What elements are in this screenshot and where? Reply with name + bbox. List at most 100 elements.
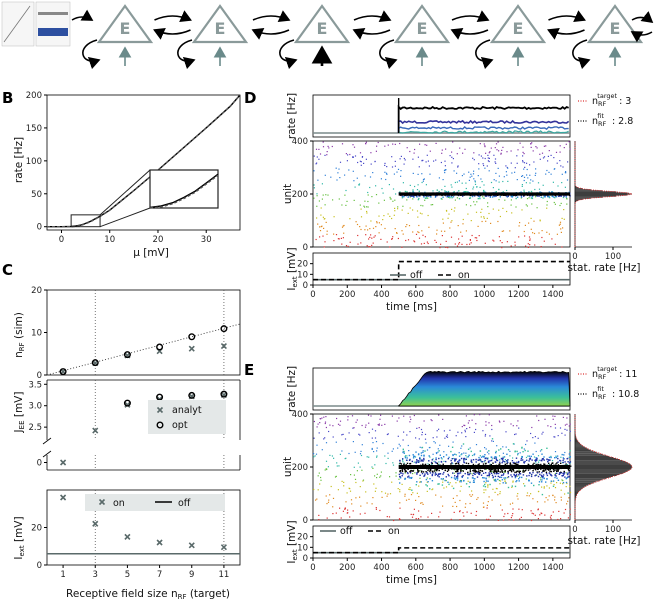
- E-spike: [338, 465, 340, 467]
- E-spike: [566, 429, 568, 431]
- E-spike: [515, 473, 518, 476]
- E-spike: [436, 469, 438, 472]
- D-spike: [484, 195, 487, 197]
- D-spike: [318, 158, 320, 160]
- E-spike: [504, 463, 506, 466]
- E-spike: [495, 471, 498, 474]
- E-spike: [372, 442, 374, 444]
- D-spike: [501, 230, 503, 232]
- E-spike: [555, 455, 557, 457]
- E-spike: [415, 518, 417, 520]
- D-spike: [530, 190, 533, 193]
- E-spike: [387, 457, 389, 459]
- E-spike: [475, 470, 477, 473]
- E-spike: [550, 464, 552, 466]
- D-spike: [477, 195, 480, 197]
- D-spike: [523, 153, 525, 155]
- E-spike: [325, 460, 328, 462]
- D-spike: [498, 209, 500, 211]
- E-spike: [465, 458, 467, 460]
- E-spike: [364, 512, 366, 514]
- E-spike: [337, 423, 340, 425]
- E-spike: [412, 513, 415, 515]
- E-spike: [465, 483, 468, 485]
- E-spike: [421, 446, 424, 449]
- D-spike: [492, 196, 494, 198]
- E-spike: [492, 440, 494, 442]
- E-spike: [486, 518, 488, 520]
- E-spike: [524, 485, 526, 487]
- E-spike: [435, 452, 438, 454]
- E-spike: [416, 459, 418, 461]
- D-spike: [335, 167, 337, 169]
- E-spike: [527, 450, 529, 452]
- E-spike: [339, 507, 341, 509]
- E-spike: [531, 459, 533, 461]
- D-spike: [456, 197, 458, 199]
- E-spike: [535, 463, 537, 466]
- E-spike: [468, 486, 470, 488]
- E-spike: [459, 511, 461, 513]
- E-spike: [541, 479, 543, 481]
- c2-legend-analyt-label: analyt: [172, 405, 202, 416]
- E-spike: [544, 501, 546, 503]
- D-spike: [405, 239, 407, 242]
- E-spike: [560, 499, 562, 501]
- E-spike: [413, 469, 415, 471]
- panel-label-c: C: [2, 261, 13, 279]
- D-spike: [559, 204, 561, 207]
- E-spike: [443, 487, 445, 489]
- E-spike: [399, 462, 401, 464]
- E-spike: [564, 508, 567, 511]
- unit-triangle: [293, 4, 351, 44]
- unit-triangle: [393, 4, 451, 44]
- E-spike: [451, 446, 454, 448]
- E-spike: [552, 511, 554, 513]
- D-spike: [360, 228, 362, 231]
- D-spike: [501, 247, 503, 249]
- E-spike: [417, 470, 419, 472]
- E-spike: [392, 462, 394, 464]
- E-spike: [374, 464, 376, 466]
- unit-triangle: [191, 4, 249, 44]
- D-spike: [499, 215, 501, 218]
- E-spike: [381, 424, 383, 426]
- D-spike: [502, 230, 505, 232]
- D-spike: [489, 196, 492, 198]
- E-spike: [487, 485, 489, 487]
- D-spike: [520, 191, 522, 193]
- D-spike: [457, 225, 459, 227]
- D-spike: [476, 237, 478, 239]
- D-spike: [481, 208, 483, 210]
- D-spike: [389, 246, 391, 248]
- E-spike: [512, 462, 514, 464]
- E-spike: [470, 495, 472, 497]
- E-spike: [439, 444, 441, 446]
- E-spike: [385, 462, 387, 465]
- E-spike: [569, 423, 571, 425]
- E-spike: [502, 452, 504, 454]
- E-spike: [546, 478, 548, 480]
- E-spike: [410, 418, 412, 420]
- E-spike: [405, 464, 407, 466]
- E-spike: [552, 485, 555, 487]
- D-spike: [319, 226, 321, 228]
- D-spike: [322, 141, 324, 143]
- D-spike: [444, 190, 446, 192]
- E-spike: [353, 474, 355, 476]
- E-spike: [417, 469, 419, 471]
- D-spike: [546, 204, 548, 206]
- E-spike: [478, 459, 480, 461]
- D-spike: [345, 245, 348, 247]
- unit-triangle: [586, 4, 644, 44]
- D-spike: [395, 193, 397, 195]
- D-spike: [338, 238, 340, 240]
- D-spike: [456, 245, 459, 247]
- E-spike: [427, 516, 429, 518]
- E-spike: [347, 419, 349, 421]
- E-spike: [550, 426, 552, 428]
- E-spike: [407, 468, 409, 470]
- E-spike: [318, 519, 320, 521]
- E-spike: [567, 492, 569, 494]
- E-spike: [567, 472, 569, 474]
